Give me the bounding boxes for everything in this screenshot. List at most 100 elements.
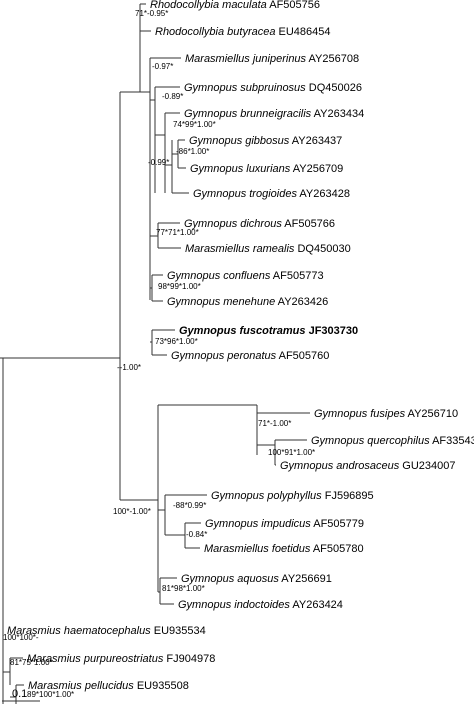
support-value: 74*99*1.00*: [173, 120, 216, 129]
taxon-species: Marasmiellus foetidus: [204, 543, 311, 555]
scale-bar-label: 0.1: [12, 688, 27, 700]
taxon-species: Rhodocollybia maculata: [150, 0, 267, 11]
taxon-accession: FJ596895: [322, 490, 374, 502]
taxon-species: Gymnopus menehune: [167, 296, 275, 308]
support-value: 100*100*-: [3, 633, 39, 642]
taxon-accession: EU935534: [151, 625, 206, 637]
taxon-label: Marasmiellus ramealis DQ450030: [185, 243, 351, 255]
taxon-label: Gymnopus impudicus AF505779: [205, 518, 364, 530]
taxon-accession: FJ904978: [163, 653, 215, 665]
taxon-species: Marasmius haematocephalus: [7, 625, 151, 637]
taxon-accession: AY256691: [279, 573, 332, 585]
taxon-label: Rhodocollybia butyracea EU486454: [155, 26, 331, 38]
taxon-species: Rhodocollybia butyracea: [155, 26, 275, 38]
taxon-species: Gymnopus luxurians: [190, 163, 291, 175]
taxon-accession: AY263434: [311, 108, 364, 120]
taxon-species: Gymnopus polyphyllus: [211, 490, 322, 502]
taxon-accession: AY263426: [275, 296, 328, 308]
taxon-label: Marasmius purpureostriatus FJ904978: [27, 653, 215, 665]
support-value: -0.89*: [162, 92, 183, 101]
taxon-species: Gymnopus indoctoides: [178, 599, 290, 611]
support-value: 98*99*1.00*: [158, 282, 201, 291]
taxon-label: Gymnopus fusipes AY256710: [314, 408, 458, 420]
support-value: 73*96*1.00*: [155, 337, 198, 346]
support-value: 71*-0.95*: [135, 9, 168, 18]
taxon-accession: AF505766: [282, 218, 335, 230]
taxon-label: Marasmius haematocephalus EU935534: [7, 625, 206, 637]
scale-bar: 0.1: [2, 688, 40, 702]
taxon-species: Gymnopus peronatus: [171, 350, 277, 362]
taxon-species: Gymnopus dichrous: [184, 218, 282, 230]
taxon-label: Gymnopus indoctoides AY263424: [178, 599, 343, 611]
taxon-species: Gymnopus fusipes: [314, 408, 406, 420]
taxon-label: Gymnopus menehune AY263426: [167, 296, 328, 308]
support-value: -0.99*: [148, 158, 169, 167]
taxon-accession: AF505773: [270, 270, 323, 282]
taxon-accession: AF505760: [276, 350, 329, 362]
taxon-accession: JF303730: [306, 325, 359, 337]
taxon-accession: AF335435: [430, 435, 474, 447]
taxon-accession: DQ450030: [294, 243, 350, 255]
taxon-accession: DQ450026: [306, 82, 362, 94]
taxon-label: Marasmiellus foetidus AF505780: [204, 543, 364, 555]
taxon-accession: AF505779: [311, 518, 364, 530]
taxon-label: Marasmius pellucidus EU935508: [28, 680, 189, 692]
taxon-accession: AY256710: [405, 408, 458, 420]
taxon-species: Gymnopus confluens: [167, 270, 271, 282]
support-value: -86*1.00*: [176, 147, 209, 156]
taxon-label: Gymnopus confluens AF505773: [167, 270, 324, 282]
taxon-label: Gymnopus aquosus AY256691: [181, 573, 332, 585]
taxon-label: Gymnopus luxurians AY256709: [190, 163, 343, 175]
taxon-species: Gymnopus brunneigracilis: [184, 108, 312, 120]
taxon-label: Gymnopus quercophilus AF335435: [311, 435, 474, 447]
support-value: 100*-1.00*: [113, 507, 151, 516]
taxon-accession: AF505780: [310, 543, 363, 555]
taxon-label: Gymnopus polyphyllus FJ596895: [211, 490, 374, 502]
taxon-label: Gymnopus dichrous AF505766: [184, 218, 335, 230]
taxon-label: Gymnopus brunneigracilis AY263434: [184, 108, 364, 120]
taxon-species: Gymnopus fuscotramus: [179, 325, 306, 337]
support-value: 81*75*1.00*: [10, 658, 53, 667]
taxon-accession: EU935508: [134, 680, 189, 692]
tree-branches: [0, 3, 310, 704]
taxon-label: Gymnopus fuscotramus JF303730: [179, 325, 358, 337]
taxon-species: Marasmius purpureostriatus: [27, 653, 164, 665]
support-value: -0.84*: [186, 530, 207, 539]
support-value: 100*91*1.00*: [268, 448, 315, 457]
taxon-accession: AY256709: [290, 163, 343, 175]
support-value: 71*-1.00*: [258, 419, 291, 428]
support-value: --1.00*: [117, 363, 141, 372]
taxon-species: Gymnopus trogioides: [193, 188, 297, 200]
taxon-species: Gymnopus gibbosus: [189, 135, 290, 147]
support-labels: 71*-0.95* -0.97* -0.89* 74*99*1.00* -86*1.00…: [3, 9, 315, 699]
taxon-accession: GU234007: [399, 460, 455, 472]
support-value: 81*98*1.00*: [162, 584, 205, 593]
taxon-accession: EU486454: [275, 26, 330, 38]
support-value: -0.97*: [152, 62, 173, 71]
taxon-species: Gymnopus androsaceus: [280, 460, 400, 472]
taxon-species: Gymnopus impudicus: [205, 518, 311, 530]
taxon-labels: Rhodocollybia maculata AF505756Rhodocoll…: [7, 0, 474, 692]
taxon-label: Gymnopus androsaceus GU234007: [280, 460, 456, 472]
taxon-species: Gymnopus quercophilus: [311, 435, 430, 447]
taxon-species: Marasmiellus juniperinus: [185, 53, 307, 65]
support-value: -88*0.99*: [173, 501, 206, 510]
taxon-label: Marasmiellus juniperinus AY256708: [185, 53, 359, 65]
taxon-label: Gymnopus peronatus AF505760: [171, 350, 329, 362]
taxon-species: Marasmiellus ramealis: [185, 243, 295, 255]
taxon-species: Marasmius pellucidus: [28, 680, 134, 692]
taxon-accession: AY263424: [290, 599, 343, 611]
taxon-label: Rhodocollybia maculata AF505756: [150, 0, 320, 11]
taxon-accession: AY256708: [306, 53, 359, 65]
taxon-accession: AF505756: [267, 0, 320, 11]
taxon-label: Gymnopus subpruinosus DQ450026: [184, 82, 362, 94]
support-value: 89*100*1.00*: [27, 690, 74, 699]
taxon-accession: AY263428: [297, 188, 350, 200]
support-value: 77*71*1.00*: [156, 228, 199, 237]
taxon-species: Gymnopus subpruinosus: [184, 82, 306, 94]
taxon-label: Gymnopus trogioides AY263428: [193, 188, 350, 200]
taxon-accession: AY263437: [289, 135, 342, 147]
taxon-label: Gymnopus gibbosus AY263437: [189, 135, 342, 147]
taxon-species: Gymnopus aquosus: [181, 573, 279, 585]
